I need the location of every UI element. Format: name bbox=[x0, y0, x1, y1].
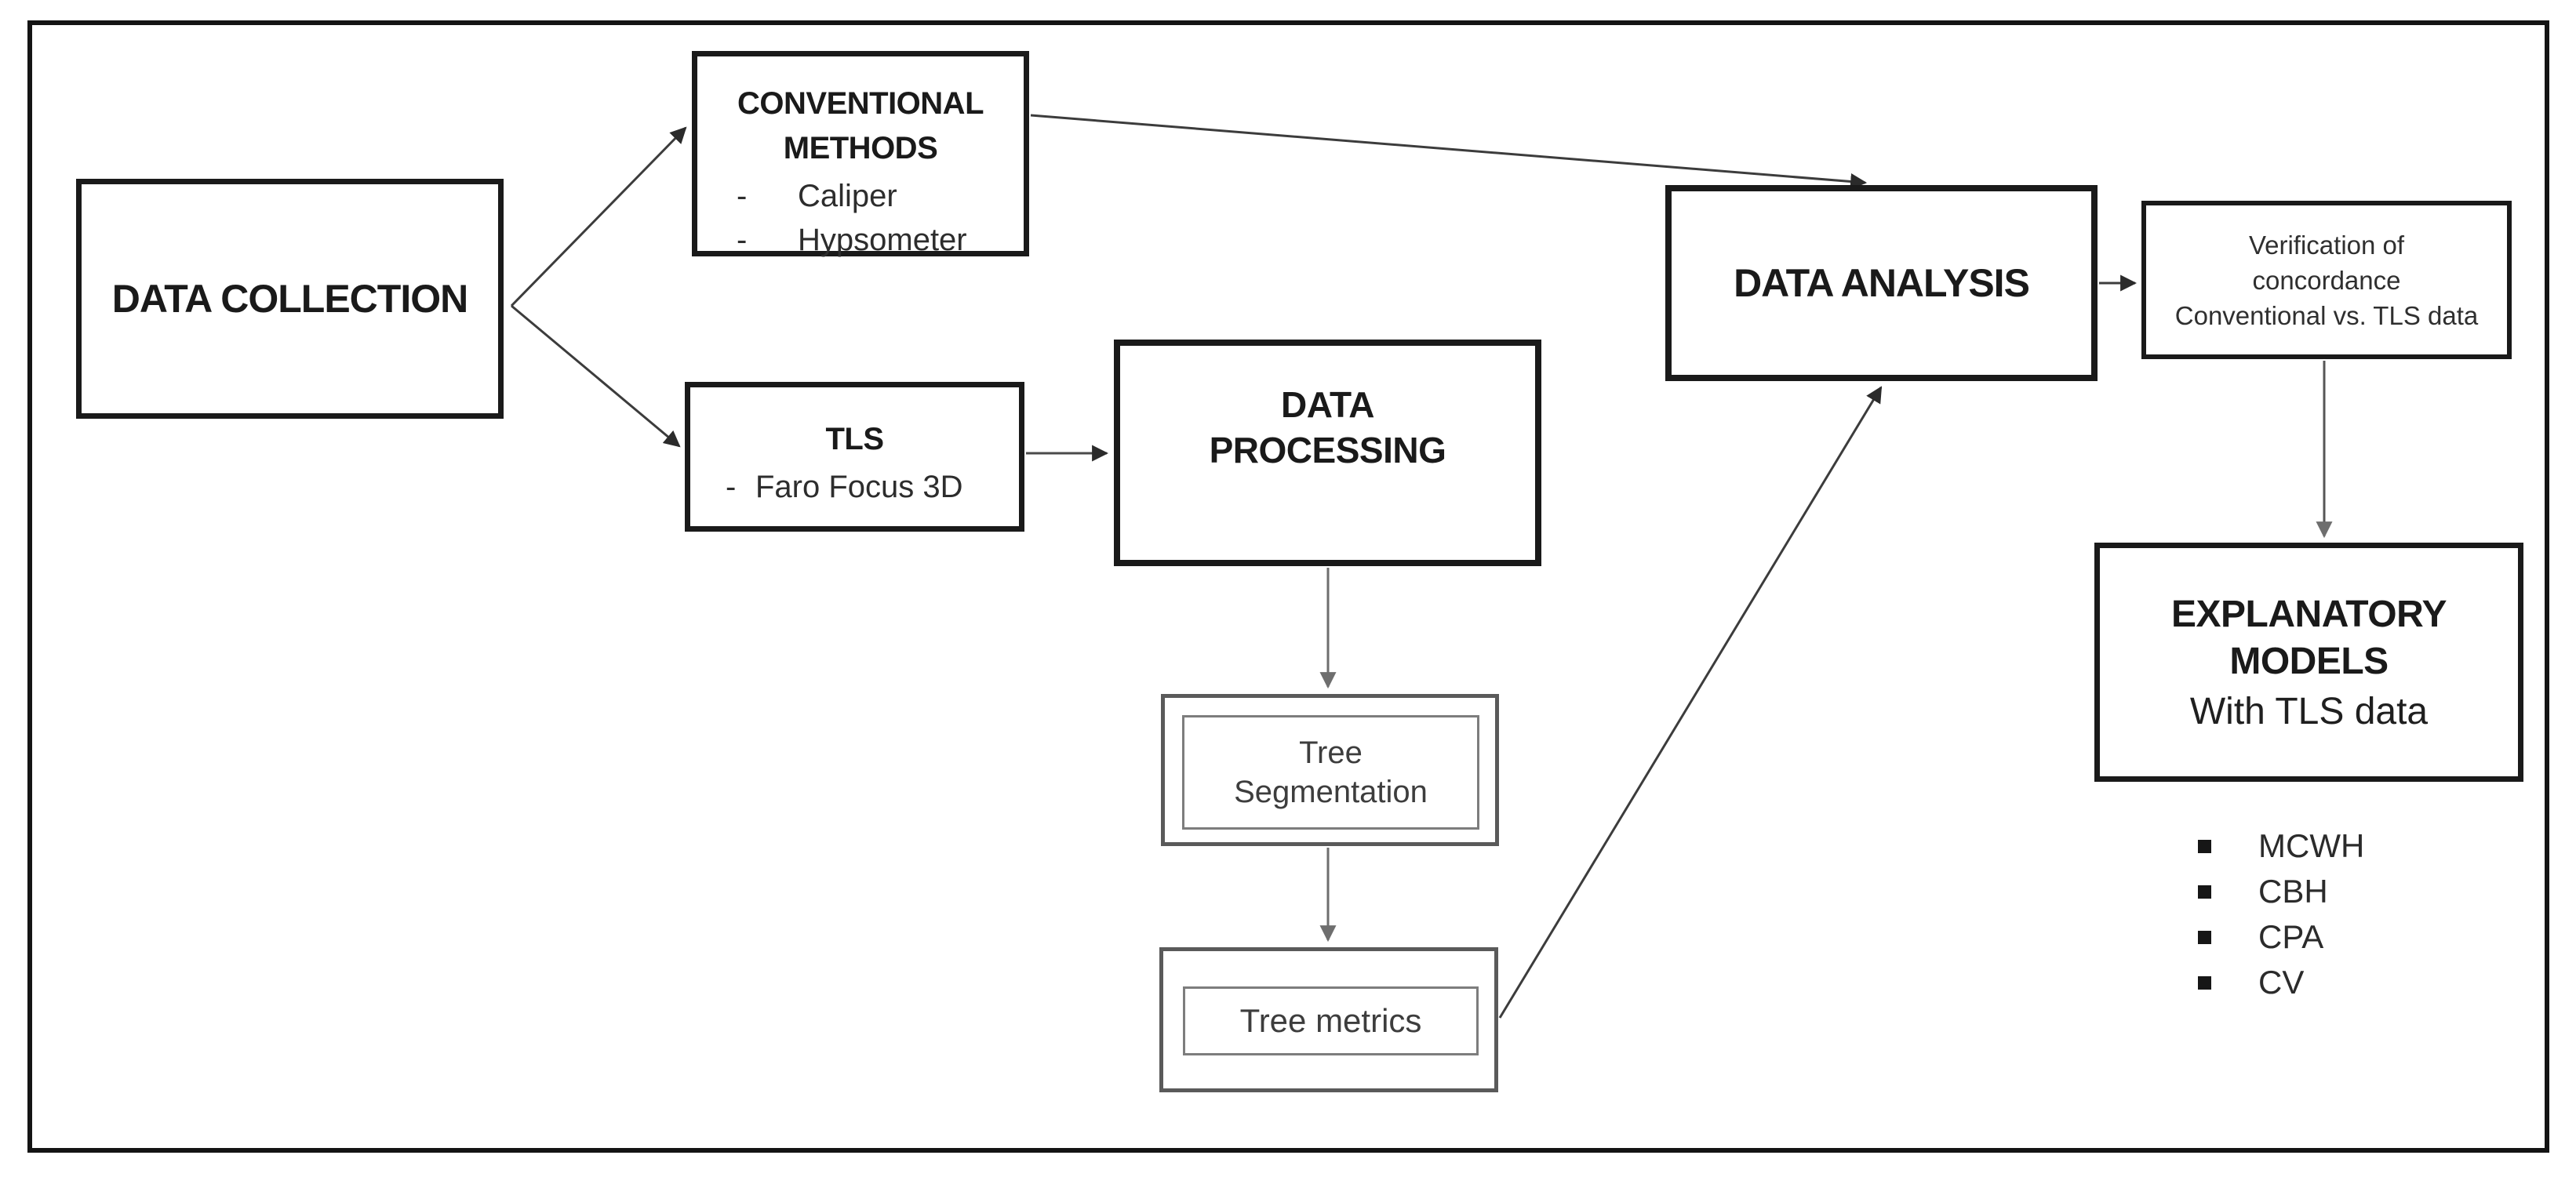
data-processing-label: DATA PROCESSING bbox=[1209, 384, 1446, 470]
verification-line: Verification of bbox=[2248, 230, 2405, 260]
tls-node: TLS - Faro Focus 3D bbox=[685, 382, 1024, 532]
list-item-label: Hypsometer bbox=[798, 223, 967, 257]
tree-metrics-inner-box: Tree metrics bbox=[1183, 986, 1479, 1055]
data-processing-node: DATA PROCESSING bbox=[1114, 340, 1541, 566]
list-item-label: Caliper bbox=[798, 179, 897, 213]
list-item: CBH bbox=[2198, 869, 2364, 914]
verification-line: concordance bbox=[2252, 265, 2401, 295]
data-collection-label: DATA COLLECTION bbox=[111, 277, 468, 321]
list-item: - Caliper bbox=[697, 174, 1024, 218]
list-item: - Faro Focus 3D bbox=[690, 465, 1019, 509]
square-bullet-icon bbox=[2198, 930, 2211, 944]
verification-line: Conventional vs. TLS data bbox=[2174, 300, 2479, 330]
explanatory-models-node: EXPLANATORY MODELS With TLS data bbox=[2094, 543, 2523, 782]
tree-segmentation-inner-box: Tree Segmentation bbox=[1182, 715, 1479, 830]
tls-list: - Faro Focus 3D bbox=[690, 465, 1019, 509]
explanatory-models-subtitle: With TLS data bbox=[2189, 691, 2429, 732]
tree-segmentation-node: Tree Segmentation bbox=[1161, 694, 1499, 846]
list-item-label: CPA bbox=[2258, 918, 2324, 955]
explanatory-models-title: EXPLANATORY MODELS bbox=[2171, 594, 2447, 682]
data-collection-node: DATA COLLECTION bbox=[76, 179, 504, 419]
conventional-methods-node: CONVENTIONAL METHODS - Caliper - Hypsome… bbox=[692, 51, 1029, 257]
tree-metrics-label: Tree metrics bbox=[1239, 1001, 1422, 1039]
list-item-label: CV bbox=[2258, 964, 2305, 1001]
list-item: CPA bbox=[2198, 914, 2364, 960]
list-item: - Hypsometer bbox=[697, 218, 1024, 262]
tls-outputs-list: MCWH CBH CPA CV bbox=[2198, 823, 2364, 1005]
data-analysis-label: DATA ANALYSIS bbox=[1734, 261, 2030, 305]
tls-title: TLS bbox=[825, 422, 884, 456]
conventional-methods-list: - Caliper - Hypsometer bbox=[697, 174, 1024, 262]
list-item-label: CBH bbox=[2258, 873, 2328, 910]
tree-metrics-node: Tree metrics bbox=[1159, 947, 1498, 1092]
list-item: CV bbox=[2198, 960, 2364, 1005]
list-item: MCWH bbox=[2198, 823, 2364, 869]
verification-node: Verification of concordance Conventional… bbox=[2141, 201, 2512, 359]
list-item-label: MCWH bbox=[2258, 827, 2365, 864]
conventional-methods-title: CONVENTIONAL METHODS bbox=[737, 86, 984, 165]
data-analysis-node: DATA ANALYSIS bbox=[1665, 185, 2098, 381]
square-bullet-icon bbox=[2198, 839, 2211, 853]
square-bullet-icon bbox=[2198, 885, 2211, 899]
dash-bullet: - bbox=[737, 223, 748, 257]
dash-bullet: - bbox=[737, 179, 748, 213]
dash-bullet: - bbox=[726, 470, 737, 504]
square-bullet-icon bbox=[2198, 975, 2211, 990]
list-item-label: Faro Focus 3D bbox=[755, 470, 963, 504]
tree-segmentation-label: Tree Segmentation bbox=[1234, 736, 1428, 809]
